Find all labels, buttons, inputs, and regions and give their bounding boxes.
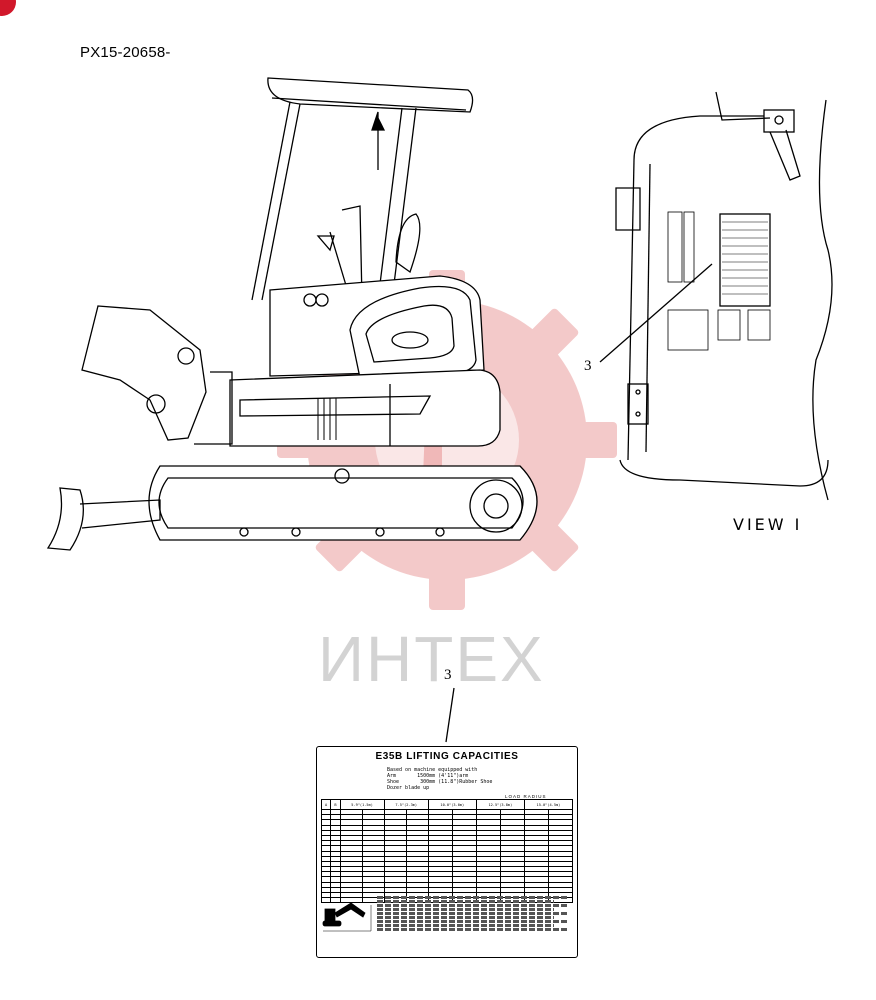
decal-callout-number: 3	[444, 667, 452, 683]
decal-footnote-line	[377, 904, 569, 907]
decal-table-cell	[330, 897, 341, 904]
decal-table-row	[320, 834, 574, 842]
decal-footnote-line	[377, 924, 554, 927]
decal-footnote-line	[377, 928, 569, 931]
decal-title: E35B LIFTING CAPACITIES	[375, 751, 519, 762]
decal-radius-header: 7.5"(2.3m)	[383, 799, 429, 810]
excavator-pictogram	[322, 902, 372, 932]
decal-footnote-line	[377, 896, 569, 899]
decal-capacity-table: A B 5.9"(1.5m) 7.5"(2.3m) 10.0"(3.0m) 12…	[320, 799, 574, 904]
decal-column-a: A	[320, 799, 332, 810]
decal-table-row	[320, 860, 574, 868]
decal-load-radius-label: LOAD RADIUS	[505, 794, 547, 799]
view-label: VIEW I	[733, 515, 803, 534]
watermark-text: ИНТЕХ	[318, 623, 545, 695]
decal-radius-header: 12.5"(3.8m)	[475, 799, 525, 810]
decal-notes: Based on machine equipped with Arm 1500m…	[387, 767, 493, 791]
decal-table-row	[320, 850, 574, 857]
decal-footnote-line	[377, 908, 554, 911]
decal-footnote-line	[377, 920, 569, 923]
view-callout-number: 3	[584, 358, 592, 374]
decal-radius-header: 15.0"(4.5m)	[523, 799, 574, 810]
part-code: PX15-20658-	[80, 44, 171, 61]
decal-radius-header: 10.0"(3.0m)	[427, 799, 477, 810]
decal-table-body	[320, 808, 574, 904]
decal-footnote-line	[377, 912, 569, 915]
decal-table-row	[320, 866, 574, 873]
decal-footnotes	[377, 895, 569, 932]
decal-footnote-line	[377, 916, 554, 919]
decal-table-row	[320, 855, 574, 862]
lifting-capacity-decal: E35B LIFTING CAPACITIES Based on machine…	[316, 746, 578, 958]
decal-radius-header: 5.9"(1.5m)	[339, 799, 385, 810]
decal-footnote-line	[377, 900, 554, 903]
decal-column-b: B	[330, 799, 341, 810]
